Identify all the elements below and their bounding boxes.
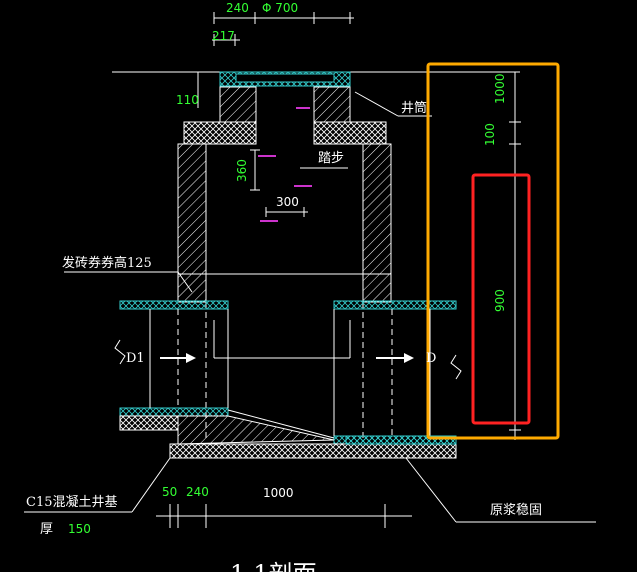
label-pipe-right: D (426, 351, 436, 366)
highlight-box-inner (471, 173, 531, 425)
label-pipe-left: D1 (126, 351, 145, 366)
dim-150: 150 (68, 522, 91, 536)
label-shaft: 井筒 (401, 100, 427, 116)
label-thick: 厚 (40, 522, 53, 537)
dim-240-top: 240 (226, 1, 249, 15)
highlight-box-outer (426, 62, 560, 440)
collar-right (313, 121, 387, 145)
drawing-title: 1-1剖面 (230, 560, 317, 572)
label-arch: 发砖券券高125 (62, 255, 152, 271)
dim-900-right: 900 (493, 289, 507, 312)
dim-1000-right: 1000 (493, 73, 507, 104)
base-slab (169, 443, 457, 459)
benching-slope (177, 415, 335, 445)
shaft-wall-right (362, 143, 392, 275)
dim-100-right: 100 (483, 123, 497, 146)
dim-300: 300 (276, 195, 299, 209)
label-step: 踏步 (318, 151, 344, 166)
dim-240-bottom: 240 (186, 485, 209, 499)
neck-wall-left (219, 86, 257, 123)
dim-360: 360 (235, 159, 249, 182)
dim-110: 110 (176, 93, 199, 107)
pipe-left-top (119, 300, 229, 310)
label-base: C15混凝土井基 (26, 494, 118, 510)
dim-217: 217 (212, 29, 235, 43)
neck-wall-right (313, 86, 351, 123)
label-grout: 原浆稳固 (490, 502, 542, 518)
shaft-wall-left (177, 143, 207, 275)
dim-700: Φ 700 (262, 1, 298, 15)
collar-left (183, 121, 257, 145)
dim-1000-bottom: 1000 (263, 486, 294, 500)
pipe-left-bottom (119, 407, 229, 417)
pipe-right-top (333, 300, 457, 310)
dim-50: 50 (162, 485, 177, 499)
